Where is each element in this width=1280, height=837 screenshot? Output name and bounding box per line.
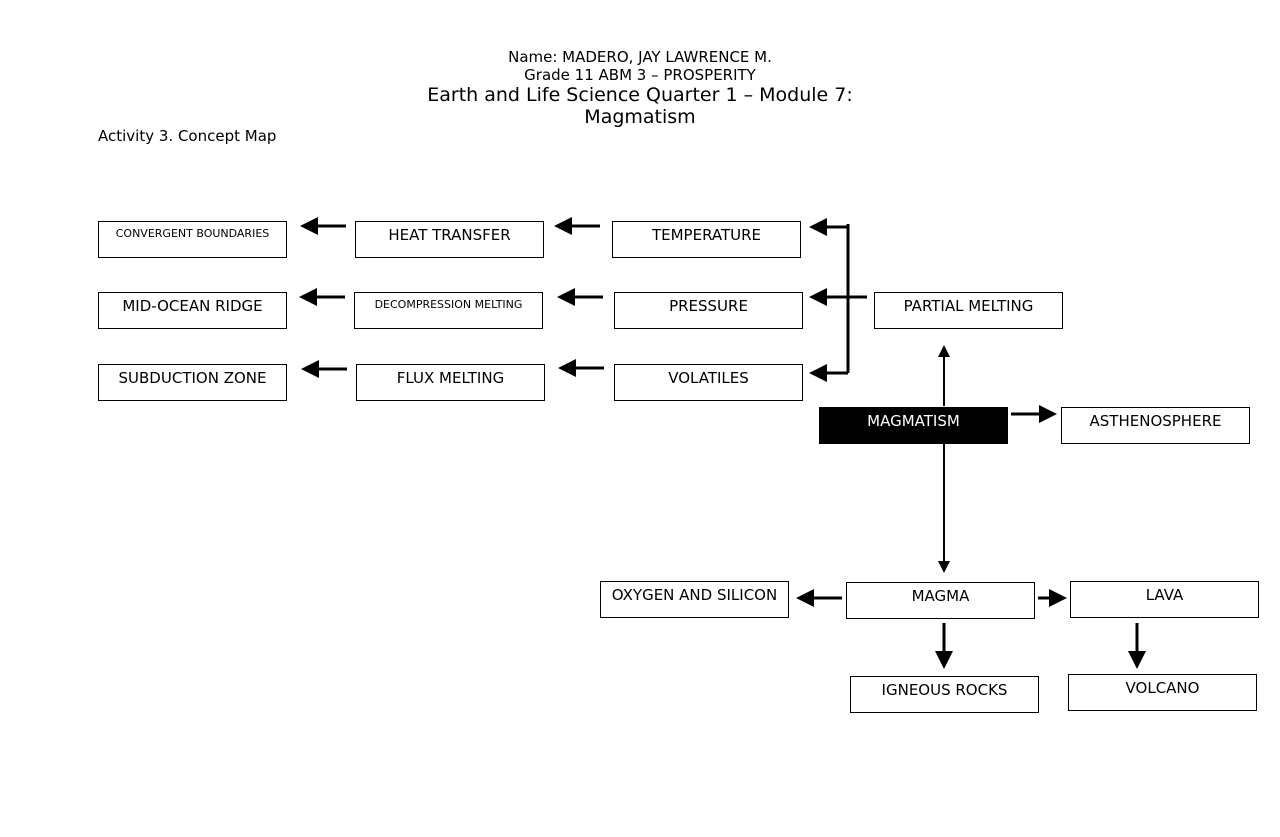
node-heat-transfer: HEAT TRANSFER [355, 221, 544, 258]
node-lava: LAVA [1070, 581, 1259, 618]
node-flux-melting: FLUX MELTING [356, 364, 545, 401]
node-pressure: PRESSURE [614, 292, 803, 329]
node-volatiles: VOLATILES [614, 364, 803, 401]
node-decompression-melting: DECOMPRESSION MELTING [354, 292, 543, 329]
node-temperature: TEMPERATURE [612, 221, 801, 258]
node-volcano: VOLCANO [1068, 674, 1257, 711]
node-partial-melting: PARTIAL MELTING [874, 292, 1063, 329]
node-subduction-zone: SUBDUCTION ZONE [98, 364, 287, 401]
student-name: Name: MADERO, JAY LAWRENCE M. [508, 48, 772, 66]
node-igneous-rocks: IGNEOUS ROCKS [850, 676, 1039, 713]
document-title: Earth and Life Science Quarter 1 – Modul… [427, 84, 853, 106]
node-oxygen-and-silicon: OXYGEN AND SILICON [600, 581, 789, 618]
node-mid-ocean-ridge: MID-OCEAN RIDGE [98, 292, 287, 329]
node-magmatism: MAGMATISM [819, 407, 1008, 444]
document-subtitle: Magmatism [584, 106, 696, 128]
activity-label: Activity 3. Concept Map [98, 127, 277, 145]
grade-section: Grade 11 ABM 3 – PROSPERITY [524, 66, 756, 84]
node-convergent-boundaries: CONVERGENT BOUNDARIES [98, 221, 287, 258]
node-magma: MAGMA [846, 582, 1035, 619]
node-asthenosphere: ASTHENOSPHERE [1061, 407, 1250, 444]
